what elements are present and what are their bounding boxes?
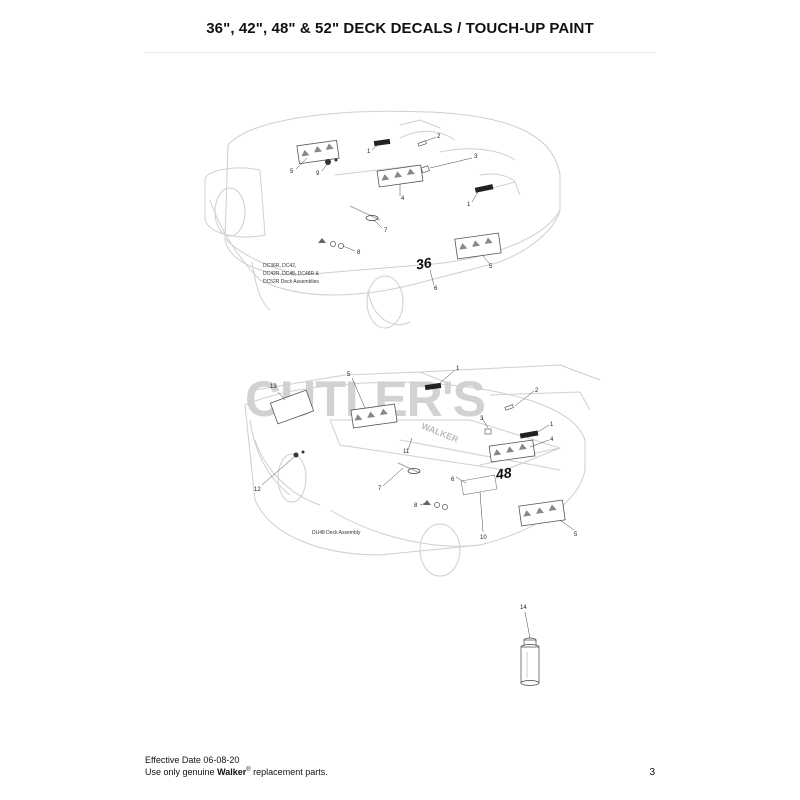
top-deck-drawing xyxy=(204,110,561,329)
callout: 4 xyxy=(401,196,405,202)
callout: 4 xyxy=(550,437,554,443)
callout: 9 xyxy=(316,171,320,177)
callout: 5 xyxy=(347,372,351,378)
bottom-deck-drawing xyxy=(244,364,601,577)
callout: 3 xyxy=(480,416,484,422)
top-decals xyxy=(296,138,502,260)
callout: 2 xyxy=(437,134,441,140)
bottom-leader-lines xyxy=(261,369,575,533)
callout: 8 xyxy=(414,503,418,509)
svg-text:DC42R, DC48, DC48R &: DC42R, DC48, DC48R & xyxy=(263,271,320,277)
paint-can: 14 xyxy=(520,605,540,686)
callout: 1 xyxy=(367,149,371,155)
callout: 7 xyxy=(384,228,388,234)
svg-text:DC36R, DC42,: DC36R, DC42, xyxy=(263,263,296,269)
page-title: 36", 42", 48" & 52" DECK DECALS / TOUCH-… xyxy=(206,20,594,37)
callout: 10 xyxy=(480,535,487,541)
callout: 6 xyxy=(434,286,438,292)
callout: 6 xyxy=(451,477,455,483)
callout: 5 xyxy=(574,532,578,538)
callout: 7 xyxy=(378,486,382,492)
callout: 1 xyxy=(550,422,554,428)
callout: 3 xyxy=(474,154,478,160)
top-assembly-note: DC36R, DC42, DC42R, DC48, DC48R & DC52R … xyxy=(263,263,320,285)
bottom-decals xyxy=(269,382,566,527)
callout: 13 xyxy=(270,384,277,390)
title-divider xyxy=(145,52,655,53)
effective-date: Effective Date 06-08-20 xyxy=(145,755,240,765)
callout: 5 xyxy=(489,264,493,270)
top-callouts: 1 2 3 5 9 4 1 7 8 5 6 36 xyxy=(290,134,493,292)
callout: 1 xyxy=(467,202,471,208)
callout: 5 xyxy=(290,169,294,175)
page-number: 3 xyxy=(649,767,655,778)
callout: 11 xyxy=(403,449,410,455)
deck-size-number: 48 xyxy=(494,464,513,482)
callout: 1 xyxy=(456,366,460,372)
deck-size-number: 36 xyxy=(415,254,433,272)
callout: 2 xyxy=(535,388,539,394)
callout: 12 xyxy=(254,487,261,493)
top-leader-lines xyxy=(295,136,491,286)
callout: 8 xyxy=(357,250,361,256)
callout: 14 xyxy=(520,605,527,611)
svg-text:DC52R Deck Assemblies: DC52R Deck Assemblies xyxy=(263,279,319,285)
assembly-note: DU48 Deck Assembly xyxy=(312,530,361,536)
footer-tagline: Use only genuine Walker® replacement par… xyxy=(145,767,328,777)
